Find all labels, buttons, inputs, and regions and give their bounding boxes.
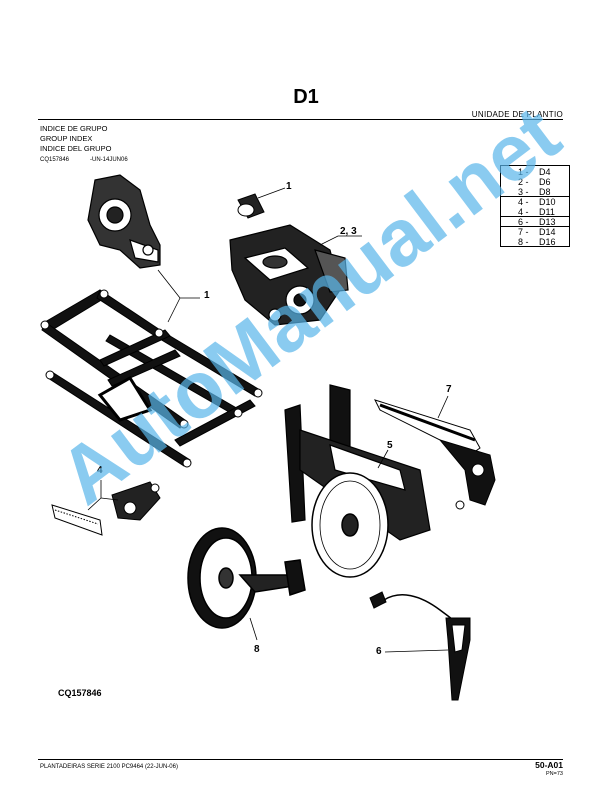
footer-publication: PLANTADEIRAS SERIE 2100 PC9464 (22-JUN-0…: [40, 764, 178, 770]
image-date-code: -UN-14JUN06: [90, 157, 128, 163]
index-row: 3 - D8: [501, 187, 569, 197]
group-index-en: GROUP INDEX: [40, 134, 93, 143]
callout-label: 1: [204, 290, 210, 301]
table-divider: [501, 216, 569, 217]
callout-label: 2, 3: [340, 226, 357, 237]
callout-label: 5: [387, 440, 393, 451]
index-row: 8 - D16: [501, 237, 569, 247]
index-reference: D6: [539, 177, 551, 187]
bushing-part: [237, 193, 265, 219]
page-title: D1: [293, 86, 319, 108]
seed-scraper: [51, 481, 161, 536]
index-number: 6 -: [518, 217, 529, 227]
callout-label: 1: [286, 181, 292, 192]
callout-leader: [437, 395, 449, 419]
header-rule: [38, 119, 563, 120]
disc-opener: [311, 472, 389, 578]
index-reference: D4: [539, 167, 551, 177]
callout-leader: [157, 269, 200, 323]
index-row: 2 - D6: [501, 177, 569, 187]
index-number: 2 -: [518, 177, 529, 187]
gauge-wheel: [187, 527, 306, 629]
index-number: 8 -: [518, 237, 529, 247]
index-row: 1 - D4: [501, 167, 569, 177]
seed-hopper-assembly: [229, 224, 349, 326]
callout-leader: [384, 649, 449, 653]
table-divider: [501, 196, 569, 197]
callout-leader: [87, 480, 119, 511]
callout-leader: [257, 187, 286, 199]
index-reference: D13: [539, 217, 556, 227]
group-index-pt: INDICE DE GRUPO: [40, 124, 108, 133]
image-code: CQ157846: [40, 157, 70, 163]
index-number: 4 -: [518, 207, 529, 217]
callout-label: 6: [376, 646, 382, 657]
group-index-es: INDICE DEL GRUPO: [40, 144, 112, 153]
index-row: 6 - D13: [501, 217, 569, 227]
gauge-wheel-arm: [374, 399, 496, 510]
index-reference: D10: [539, 197, 556, 207]
index-row: 7 - D14: [501, 227, 569, 237]
seed-meter-housing: [87, 174, 161, 269]
callout-leader: [249, 617, 258, 641]
index-row: 4 - D10: [501, 197, 569, 207]
index-table: 1 - D4 2 - D6 3 - D8 4 - D10 4 - D11 6 - D13 7…: [500, 165, 570, 247]
callout-leader: [319, 235, 362, 246]
index-reference: D16: [539, 237, 556, 247]
index-row: 4 - D11: [501, 207, 569, 217]
figure-code: CQ157846: [58, 688, 102, 698]
seed-tube-sensor: [369, 591, 471, 701]
parallel-arm-frame: [40, 289, 263, 468]
index-number: 4 -: [518, 197, 529, 207]
index-reference: D14: [539, 227, 556, 237]
callout-label: 7: [446, 384, 452, 395]
footer-rule: [38, 759, 563, 760]
page-number: 50-A01: [535, 760, 563, 770]
index-reference: D8: [539, 187, 551, 197]
table-divider: [501, 226, 569, 227]
callout-label: 4: [97, 465, 103, 476]
index-number: 3 -: [518, 187, 529, 197]
callout-leader: [377, 449, 389, 469]
section-name: UNIDADE DE PLANTIO: [471, 110, 563, 119]
index-reference: D11: [539, 207, 555, 217]
index-number: 7 -: [518, 227, 529, 237]
index-number: 1 -: [518, 167, 529, 177]
callout-label: 8: [254, 644, 260, 655]
page-sub-number: PN=73: [546, 771, 563, 777]
